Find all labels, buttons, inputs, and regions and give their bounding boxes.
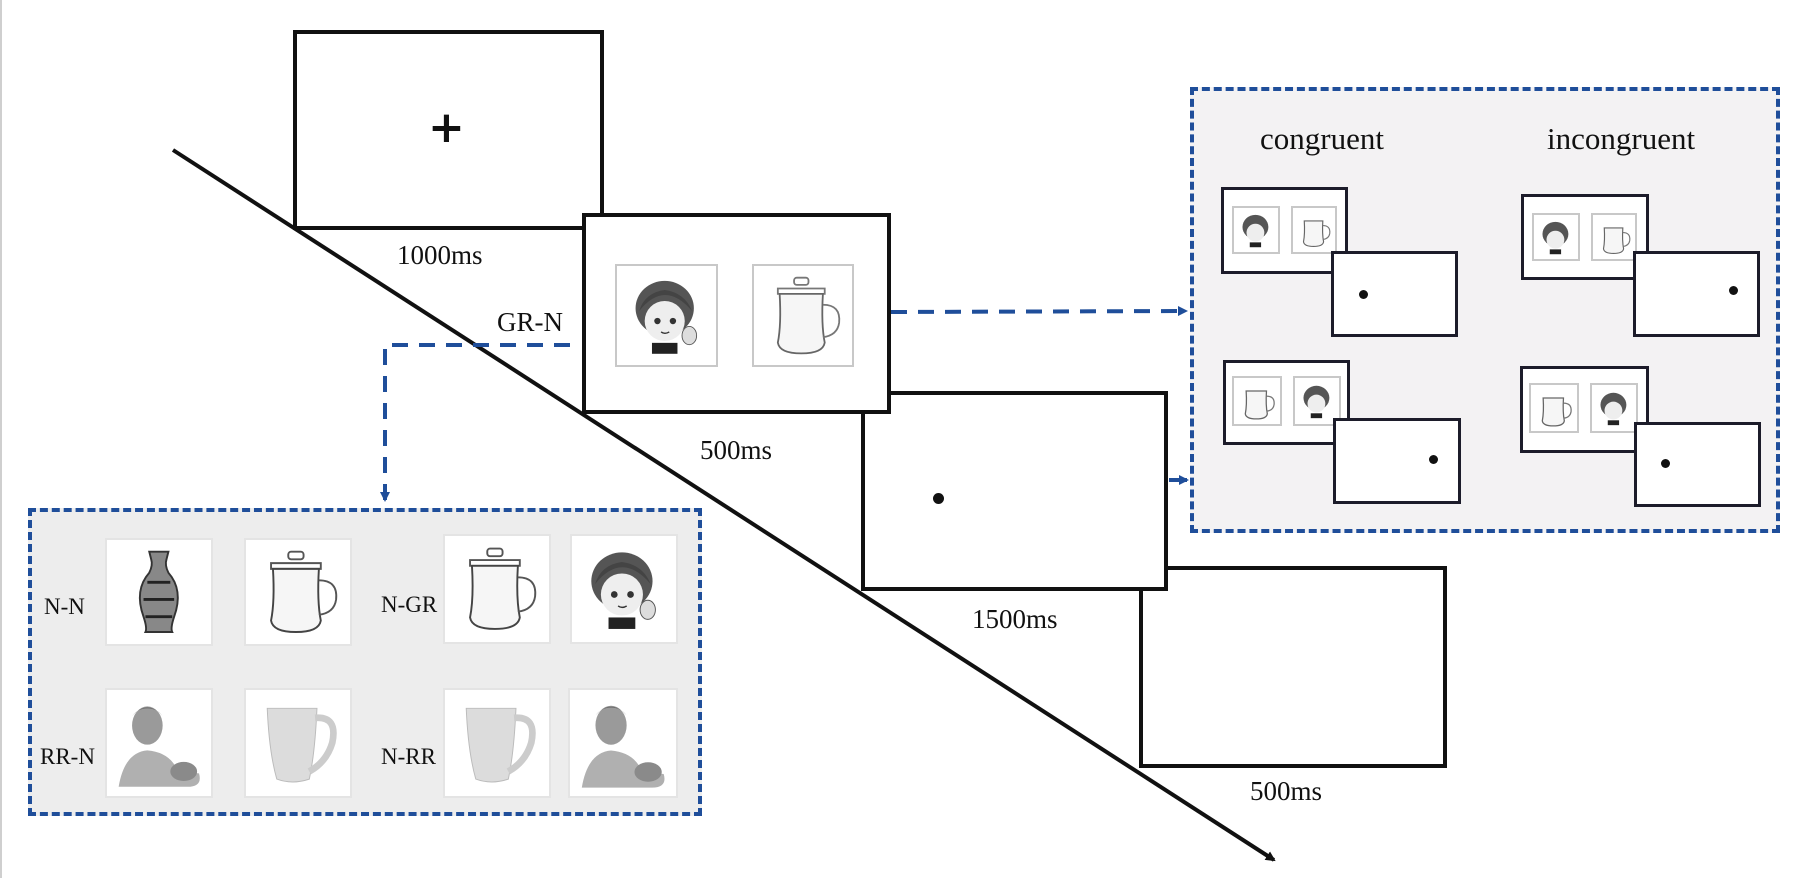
glass-mug-image <box>1232 376 1282 426</box>
incongruent-cue-2 <box>1520 366 1649 453</box>
cartoon-boy-image <box>1590 383 1638 433</box>
white-mug-image <box>244 688 352 798</box>
time-axis-arrow <box>171 148 1276 862</box>
pair-label-n-n: N-N <box>44 594 85 619</box>
cartoon-boy-icon <box>635 280 698 354</box>
blank-screen <box>1139 566 1447 768</box>
incongruent-cue-1 <box>1521 194 1649 280</box>
probe-dot <box>1661 459 1670 468</box>
real-man-icon <box>118 706 200 788</box>
pair-label-n-rr: N-RR <box>381 744 436 769</box>
glass-mug-icon <box>1244 390 1275 420</box>
congruent-heading: congruent <box>1260 121 1384 156</box>
vase-icon <box>139 550 179 634</box>
conditions-panel: N-N N-GR <box>28 508 702 816</box>
congruent-cue-2 <box>1223 360 1350 445</box>
incongruent-heading: incongruent <box>1547 121 1696 156</box>
connector-to-congruency <box>890 306 1188 317</box>
glass-mug-image <box>244 538 352 646</box>
congruent-probe-1 <box>1331 251 1458 337</box>
incongruent-probe-1 <box>1633 251 1760 337</box>
probe-dot <box>933 493 944 504</box>
cue-condition-label: GR-N <box>497 307 563 337</box>
cartoon-boy-icon <box>591 552 657 630</box>
vase-image <box>105 538 213 646</box>
cartoon-boy-icon <box>1600 392 1627 425</box>
congruent-cue-1 <box>1221 187 1348 274</box>
duration-label-cue: 500ms <box>700 435 773 465</box>
probe-screen <box>861 391 1168 591</box>
probe-dot <box>1729 286 1738 295</box>
probe-dot <box>1429 455 1438 464</box>
cartoon-boy-icon <box>1542 221 1569 254</box>
glass-mug-image <box>752 264 854 367</box>
real-man-image <box>568 688 678 798</box>
cartoon-boy-icon <box>1242 214 1269 247</box>
duration-label-fixation: 1000ms <box>397 240 483 270</box>
glass-mug-icon <box>270 550 338 634</box>
glass-mug-image <box>1591 213 1637 261</box>
congruent-probe-2 <box>1333 418 1461 504</box>
glass-mug-icon <box>776 276 841 355</box>
glass-mug-image <box>1291 206 1337 254</box>
cartoon-boy-image <box>1532 213 1580 261</box>
white-mug-icon <box>465 708 536 783</box>
duration-label-probe: 1500ms <box>972 604 1058 634</box>
connector-to-conditions <box>380 343 570 502</box>
glass-mug-image <box>443 534 551 644</box>
glass-mug-image <box>1529 383 1579 433</box>
real-man-image <box>105 688 213 798</box>
pair-label-rr-n: RR-N <box>40 744 95 769</box>
fixation-cross-icon: + <box>428 102 465 153</box>
white-mug-icon <box>266 708 337 783</box>
cartoon-boy-image <box>615 264 718 367</box>
duration-label-blank: 500ms <box>1250 776 1323 806</box>
probe-dot <box>1359 290 1368 299</box>
cartoon-boy-icon <box>1303 385 1330 418</box>
pair-label-n-gr: N-GR <box>381 592 438 617</box>
glass-mug-icon <box>1602 227 1631 254</box>
glass-mug-icon <box>469 547 537 631</box>
cartoon-boy-image <box>570 534 678 644</box>
congruency-panel: congruent incongruent <box>1190 87 1780 533</box>
glass-mug-icon <box>1541 397 1572 427</box>
cartoon-boy-image <box>1293 376 1341 426</box>
page-left-border <box>0 0 2 878</box>
incongruent-probe-2 <box>1634 422 1761 507</box>
cue-screen <box>582 213 891 414</box>
real-man-icon <box>582 705 665 788</box>
fixation-screen: + <box>293 30 604 230</box>
cartoon-boy-image <box>1232 206 1280 254</box>
glass-mug-icon <box>1302 220 1331 247</box>
white-mug-image <box>443 688 551 798</box>
